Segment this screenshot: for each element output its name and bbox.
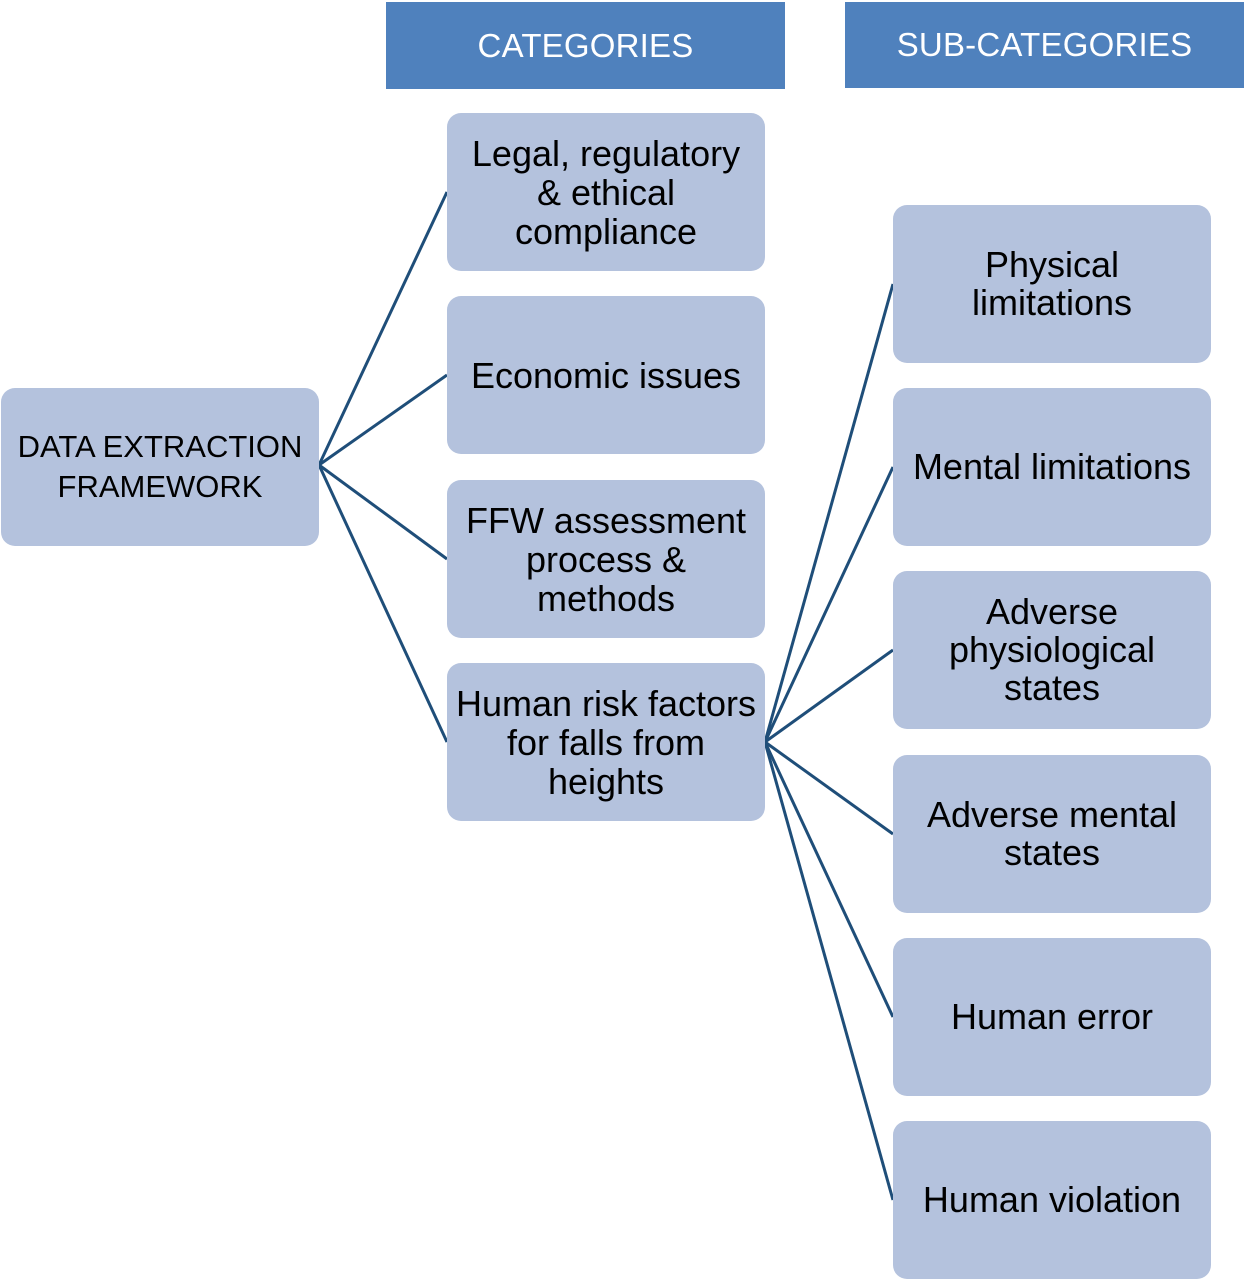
category-label: Economic issues — [470, 354, 742, 396]
connector-human-risk-error — [763, 741, 895, 1018]
sub-category-node-adverse-mental-states: Adverse mental states — [893, 755, 1211, 913]
sub-categories-header-label: SUB-CATEGORIES — [896, 26, 1193, 63]
connector-human-risk-physiological — [764, 648, 894, 744]
connector-human-risk-physical — [763, 283, 895, 743]
category-node-economic: Economic issues — [447, 296, 765, 454]
categories-header: CATEGORIES — [386, 2, 785, 89]
category-node-ffw-assessment: FFW assessment process & methods — [447, 480, 765, 638]
sub-category-label: Adverse physiological states — [948, 591, 1156, 708]
sub-category-node-adverse-physiological-states: Adverse physiological states — [893, 571, 1211, 729]
sub-categories-header: SUB-CATEGORIES — [845, 2, 1244, 88]
connector-root-human-risk — [317, 464, 449, 743]
connector-root-legal — [317, 191, 449, 466]
sub-category-label: Physical limitations — [971, 244, 1133, 323]
sub-category-label: Adverse mental states — [926, 794, 1178, 873]
category-node-human-risk: Human risk factors for falls from height… — [447, 663, 765, 821]
category-label: FFW assessment process & methods — [465, 499, 747, 619]
connector-human-risk-mental — [763, 466, 895, 743]
connector-human-risk-violation — [763, 741, 895, 1201]
sub-category-node-human-error: Human error — [893, 938, 1211, 1096]
category-label: Human risk factors for falls from height… — [455, 682, 757, 802]
sub-category-node-mental-limitations: Mental limitations — [893, 388, 1211, 546]
connector-human-risk-adverse-mental — [764, 740, 894, 836]
sub-category-node-human-violation: Human violation — [893, 1121, 1211, 1279]
category-label: Legal, regulatory & ethical compliance — [471, 132, 741, 252]
categories-header-label: CATEGORIES — [477, 26, 694, 64]
connector-root-ffw — [318, 463, 448, 561]
root-node: DATA EXTRACTION FRAMEWORK — [1, 388, 319, 546]
root-node-label: DATA EXTRACTION FRAMEWORK — [17, 429, 303, 504]
connector-root-economic — [318, 373, 448, 467]
sub-category-label: Mental limitations — [912, 446, 1192, 487]
sub-category-label: Human violation — [922, 1179, 1182, 1220]
category-node-legal: Legal, regulatory & ethical compliance — [447, 113, 765, 271]
sub-category-label: Human error — [950, 996, 1154, 1037]
sub-category-node-physical-limitations: Physical limitations — [893, 205, 1211, 363]
